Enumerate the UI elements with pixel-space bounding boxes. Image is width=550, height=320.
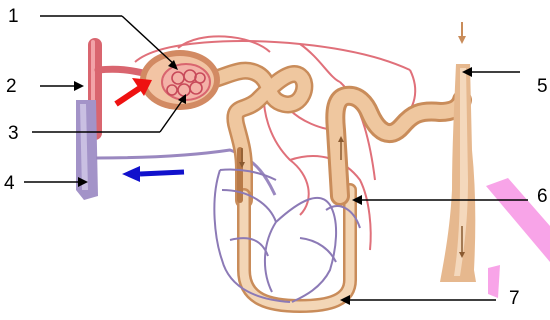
proximal-tubule xyxy=(212,71,304,200)
leader-line-7 xyxy=(340,295,496,305)
distal-tubule xyxy=(335,96,462,196)
leader-line-2 xyxy=(40,81,84,91)
leader-line-5 xyxy=(462,67,520,77)
blue-arrow-icon xyxy=(122,166,184,182)
leader-line-4 xyxy=(24,177,88,187)
collecting-duct xyxy=(440,22,476,282)
label-2: 2 xyxy=(6,76,17,97)
label-6: 6 xyxy=(537,186,548,207)
label-4: 4 xyxy=(4,173,15,194)
label-1: 1 xyxy=(8,6,19,27)
label-3: 3 xyxy=(8,123,19,144)
label-5: 5 xyxy=(537,76,548,97)
label-7: 7 xyxy=(509,288,520,309)
